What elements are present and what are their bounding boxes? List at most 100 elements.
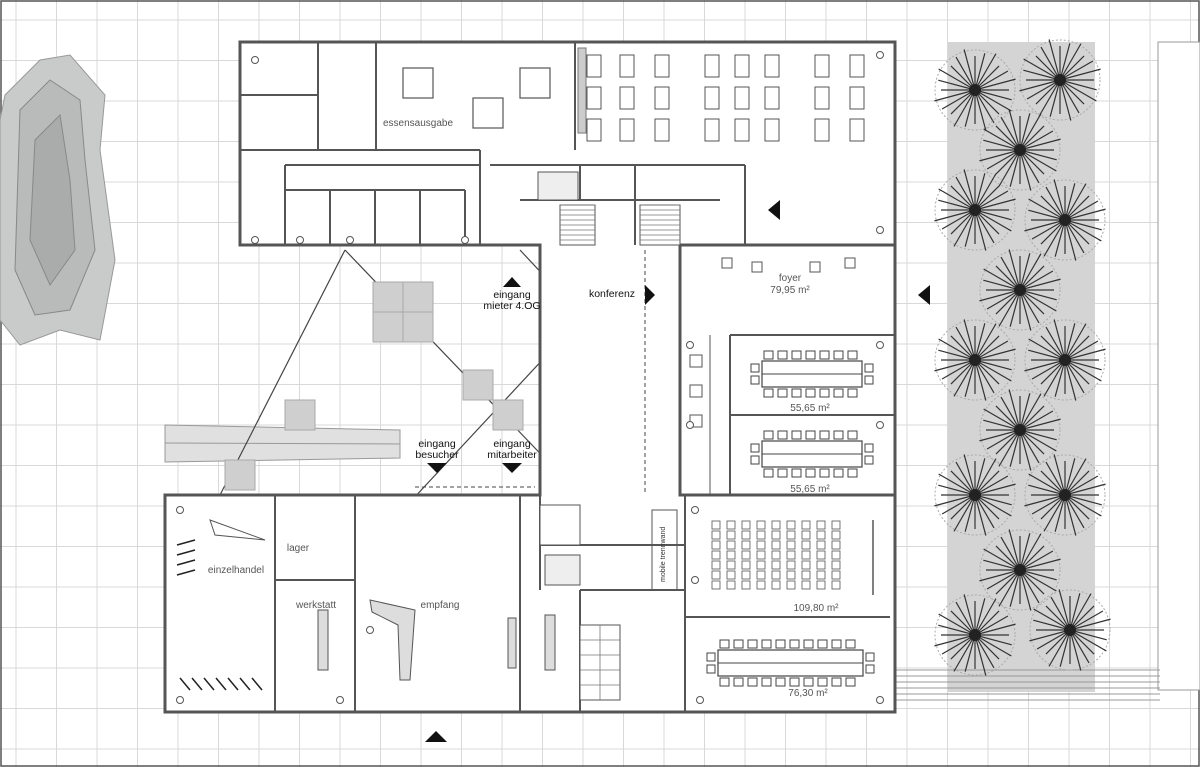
bike-rack <box>251 677 263 691</box>
tree-branch <box>938 624 976 636</box>
hall-chair <box>831 540 841 550</box>
tree-branch <box>974 458 986 496</box>
tree-branch <box>964 359 976 397</box>
tree-branch <box>1064 323 1087 361</box>
entrance-label-mitarbeiter-line2: mitarbeiter <box>487 449 537 461</box>
tree-branch <box>974 78 1016 91</box>
tree-branch <box>1000 536 1021 571</box>
dining-table <box>654 118 670 142</box>
tree-branch <box>983 139 1021 151</box>
tree-branch <box>1019 429 1040 464</box>
tree-branch <box>983 419 1021 431</box>
room-label-empfang: empfang <box>420 600 460 611</box>
entrance-arrow-besucher <box>427 463 447 473</box>
tree-branch <box>998 569 1021 607</box>
hall-chair <box>786 520 796 530</box>
tree-branch <box>1019 289 1040 324</box>
tree-branch <box>974 198 1016 211</box>
tree-branch <box>1059 79 1072 121</box>
chair <box>777 430 788 440</box>
hall-chair <box>756 580 766 590</box>
tree-branch <box>1069 610 1104 631</box>
tree-branch <box>974 209 1012 232</box>
hall-chair <box>831 570 841 580</box>
tree-branch <box>1064 494 1102 506</box>
serving-counter <box>519 67 551 99</box>
tree-branch <box>1069 593 1092 631</box>
tree-pit <box>224 459 256 491</box>
landscape-shape <box>29 113 76 287</box>
tree-pit <box>492 399 524 431</box>
chair <box>761 677 772 687</box>
chair <box>847 430 858 440</box>
chair <box>864 375 874 385</box>
tree-branch <box>1019 393 1042 431</box>
column <box>876 421 884 429</box>
tree-trunk <box>1014 424 1026 436</box>
workbench <box>317 609 329 671</box>
tree-branch <box>1064 219 1077 261</box>
tree-branch <box>955 326 976 361</box>
chair <box>750 375 760 385</box>
hall-chair <box>741 560 751 570</box>
hall-chair <box>831 580 841 590</box>
hall-chair <box>786 540 796 550</box>
dining-table <box>814 86 830 110</box>
tree-branch <box>1064 359 1077 401</box>
tree-pit <box>402 281 434 313</box>
tree-branch <box>1033 608 1071 631</box>
tree-branch <box>1024 494 1066 507</box>
tree-branch <box>983 268 1021 291</box>
tree-branch <box>974 598 997 636</box>
tree-branch <box>1049 79 1061 117</box>
tree-branch <box>938 613 976 636</box>
column <box>876 226 884 234</box>
tree-branch <box>941 634 976 655</box>
tree-branch <box>1053 454 1066 496</box>
dining-table <box>849 54 865 78</box>
tree-branch <box>964 209 976 247</box>
column <box>346 236 354 244</box>
column <box>176 506 184 514</box>
entrance-arrow-mitarbeiter <box>502 463 522 473</box>
chair <box>750 443 760 453</box>
hall-chair <box>801 560 811 570</box>
hall-chair <box>741 530 751 540</box>
chair <box>791 388 802 398</box>
entrance-arrow-main <box>425 731 447 742</box>
tree-branch <box>1019 138 1061 151</box>
stair <box>539 504 581 546</box>
tree-branch <box>974 89 987 131</box>
tree-branch <box>1008 249 1021 291</box>
tree-branch <box>953 494 976 532</box>
tree-branch <box>1019 79 1061 92</box>
column <box>686 421 694 429</box>
tree-trunk <box>1014 284 1026 296</box>
tree-trunk <box>1014 564 1026 576</box>
tree-branch <box>1019 289 1032 331</box>
tree-branch <box>1008 529 1021 571</box>
dining-table <box>654 54 670 78</box>
tree-branch <box>974 634 1012 646</box>
chair <box>763 430 774 440</box>
tree-branch <box>1069 629 1082 671</box>
hall-chair <box>801 570 811 580</box>
chair <box>831 639 842 649</box>
hall-chair <box>711 580 721 590</box>
tree-branch <box>1064 183 1076 221</box>
tree-branch <box>1069 629 1090 664</box>
hall-chair <box>741 520 751 530</box>
column <box>686 341 694 349</box>
tree-branch <box>938 68 976 91</box>
hall-chair <box>816 530 826 540</box>
tree-branch <box>938 79 976 91</box>
foyer-seat <box>809 261 821 273</box>
bike-rack <box>215 677 227 691</box>
hall-chair <box>756 560 766 570</box>
tree-branch <box>1029 629 1071 642</box>
chair <box>719 639 730 649</box>
chair <box>763 388 774 398</box>
tree-branch <box>974 209 995 244</box>
hall-chair <box>726 530 736 540</box>
chair <box>847 388 858 398</box>
